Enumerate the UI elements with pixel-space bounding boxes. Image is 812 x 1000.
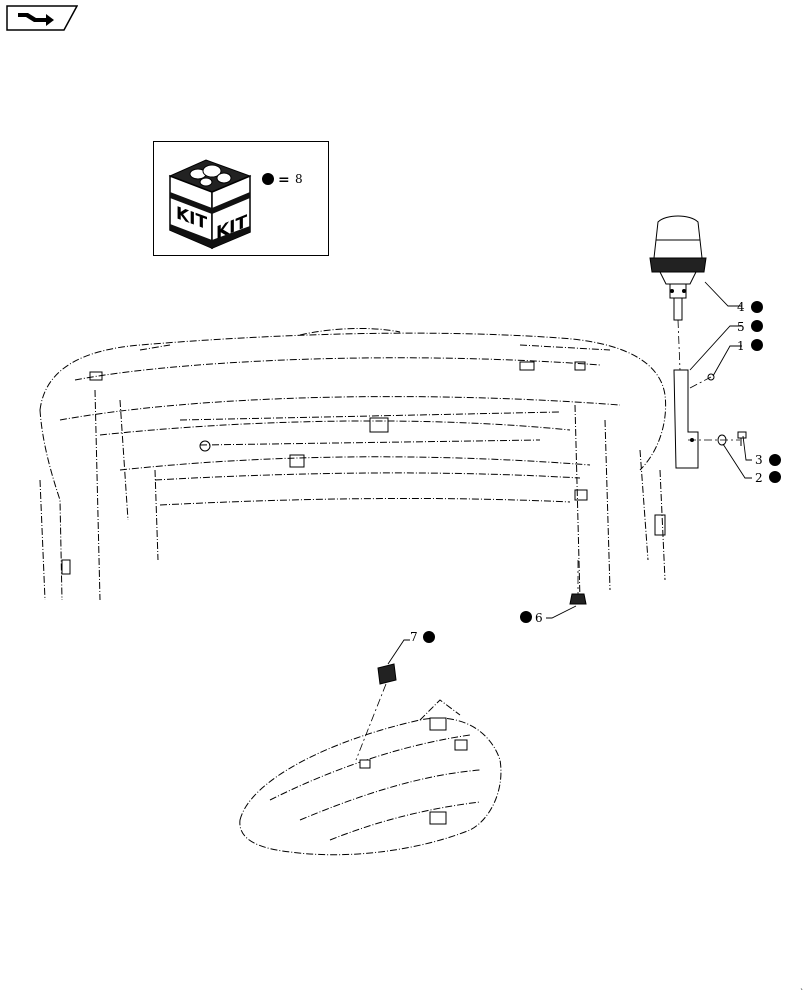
bullet-icon — [751, 320, 763, 332]
callout-label: 7 — [410, 630, 418, 644]
arrow-back-icon — [6, 5, 79, 31]
bullet-icon — [751, 339, 763, 351]
cab-roof-details — [61, 361, 666, 575]
console-details — [359, 717, 468, 825]
callout-label: 3 — [755, 453, 763, 467]
kit-ref-number: 8 — [295, 172, 303, 186]
corner-mark: ` — [800, 988, 804, 997]
callout-3[interactable]: 3 — [755, 453, 781, 467]
callout-1[interactable]: 1 — [737, 339, 763, 353]
callout-label: 4 — [737, 300, 745, 314]
switch-part-7 — [377, 663, 397, 685]
beacon-lamp — [649, 215, 707, 321]
back-navigation-button[interactable] — [6, 5, 79, 31]
callout-label: 1 — [737, 339, 745, 353]
kit-box-icon: KIT KIT = 8 — [168, 159, 303, 250]
bullet-icon — [769, 471, 781, 483]
bullet-icon — [751, 301, 763, 313]
bullet-icon — [262, 173, 274, 185]
callout-7[interactable]: 7 — [410, 630, 435, 644]
callout-6[interactable]: 6 — [520, 611, 543, 625]
bullet-icon — [769, 454, 781, 466]
callout-5[interactable]: 5 — [737, 320, 763, 334]
console-outline — [239, 699, 502, 856]
callout-2[interactable]: 2 — [755, 471, 781, 485]
leader-lines — [387, 281, 752, 665]
assembly-lines — [355, 319, 740, 761]
cab-roof-outline — [39, 327, 667, 601]
callout-4[interactable]: 4 — [737, 300, 763, 314]
screw-part — [737, 431, 747, 446]
callout-label: 2 — [755, 471, 763, 485]
kit-equals-sign: = — [278, 172, 290, 188]
kit-legend-box: KIT KIT = 8 — [153, 141, 329, 256]
plug-part-6 — [569, 593, 587, 605]
bullet-icon — [520, 611, 532, 623]
callout-label: 6 — [535, 611, 543, 625]
callout-label: 5 — [737, 320, 745, 334]
bullet-icon — [423, 631, 435, 643]
mounting-bracket — [673, 369, 699, 469]
